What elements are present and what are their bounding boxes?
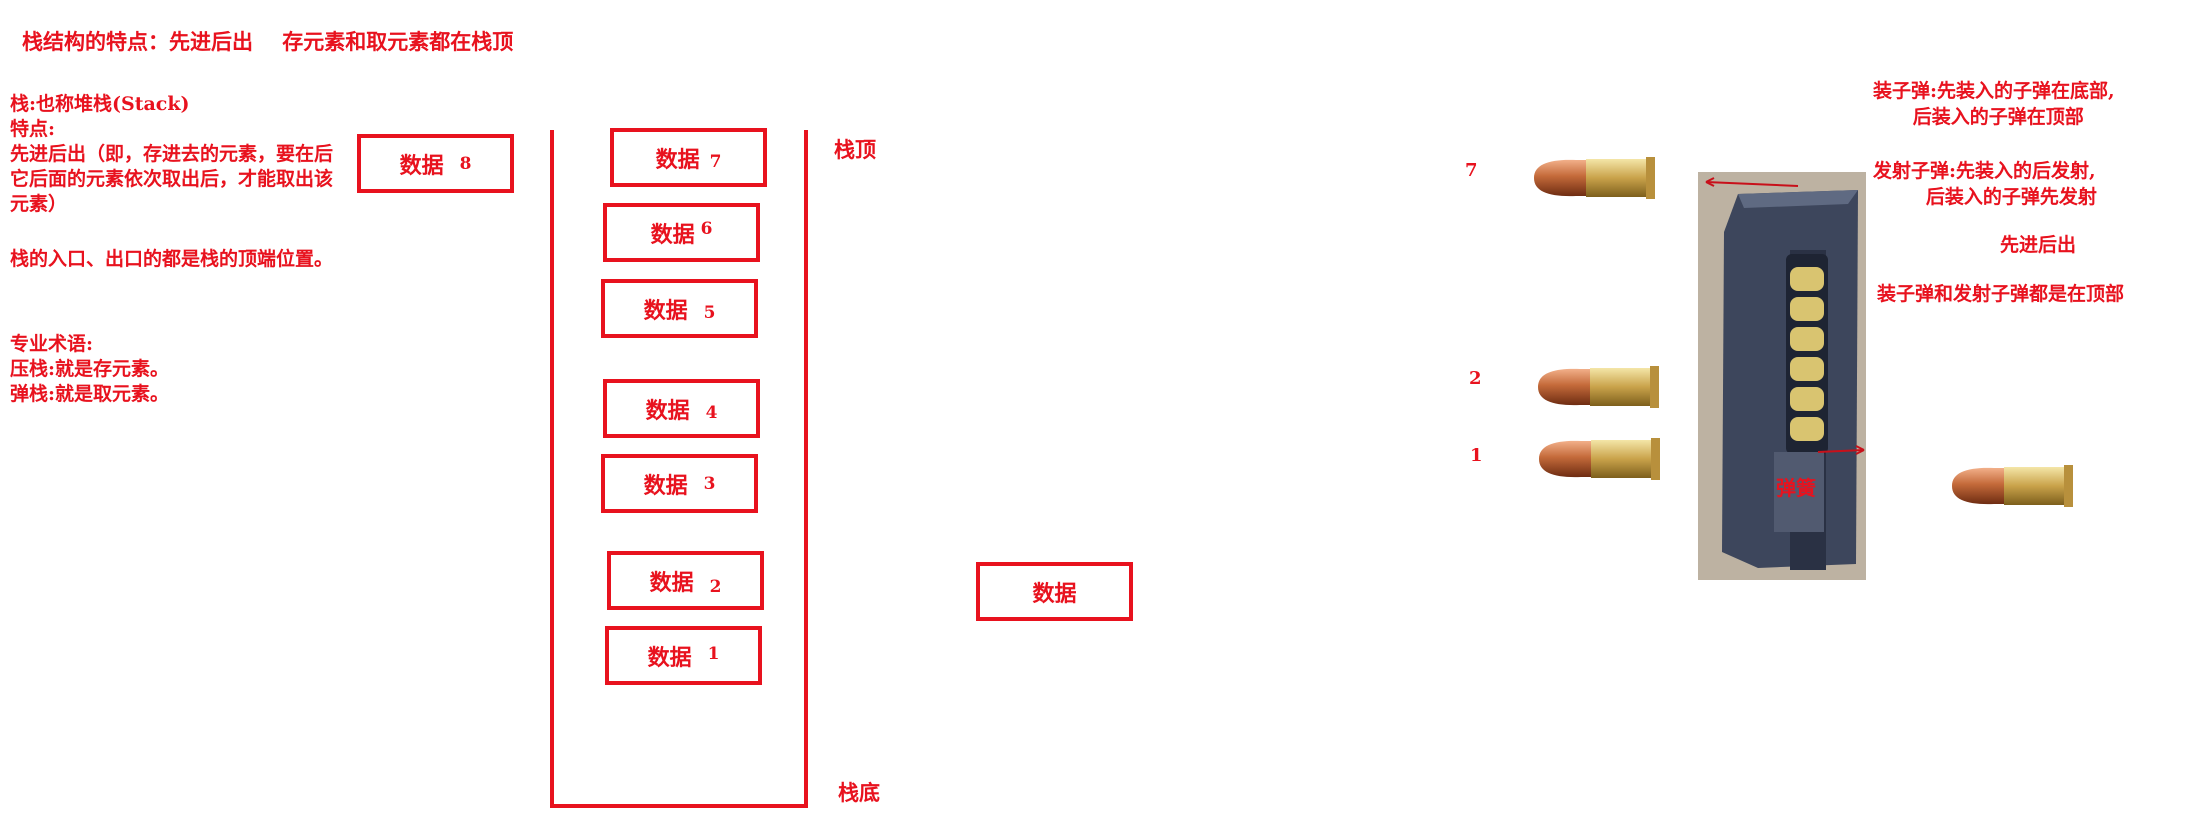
stack-item-number: 4: [705, 402, 718, 423]
stack-bottom-wall: [550, 804, 808, 808]
note-fire: 发射子弹:先装入的后发射, 后装入的子弹先发射: [1873, 160, 2097, 208]
spring-label: 弹簧: [1776, 476, 1816, 500]
stack-item-label: 数据: [643, 472, 688, 499]
popped-item: 数据: [976, 562, 1133, 621]
stack-item-label: 数据: [655, 146, 700, 173]
stack-item-number: 3: [703, 473, 716, 494]
stack-top-label: 栈顶: [834, 137, 876, 162]
bullet-icon: [1536, 363, 1661, 411]
bullet-number-7: 7: [1465, 160, 1478, 181]
push-item-number: 8: [459, 153, 472, 174]
page-title: 栈结构的特点：先进后出 存元素和取元素都在栈顶: [22, 29, 514, 54]
bullet-number-2: 2: [1469, 368, 1482, 389]
bullet-icon: [1950, 462, 2075, 510]
stack-bottom-label: 栈底: [838, 780, 880, 805]
magazine-image: 弹簧: [1698, 172, 1866, 580]
stack-item-number: 1: [707, 643, 720, 664]
desc-line-1: 栈:也称堆栈(Stack): [10, 93, 190, 115]
desc-line-3: 先进后出（即，存进去的元素，要在后它后面的元素依次取出后，才能取出该元素）: [10, 143, 334, 215]
stack-item-2: 数据 2: [607, 551, 764, 610]
stack-item-number: 5: [703, 302, 716, 323]
note-lifo: 先进后出: [2000, 234, 2077, 256]
desc-line-5: 专业术语:: [10, 333, 94, 355]
stack-item-3: 数据 3: [601, 454, 758, 513]
stack-left-wall: [550, 130, 554, 808]
stack-item-5: 数据 5: [601, 279, 758, 338]
stack-item-7: 数据 7: [610, 128, 767, 187]
stack-item-1: 数据 1: [605, 626, 762, 685]
stack-item-label: 数据: [649, 569, 694, 596]
magazine-icon: [1698, 172, 1866, 580]
desc-line-7: 弹栈:就是取元素。: [10, 383, 170, 405]
stack-item-number: 2: [709, 576, 722, 597]
note-load: 装子弹:先装入的子弹在底部, 后装入的子弹在顶部: [1873, 80, 2115, 128]
bullet-number-1: 1: [1470, 445, 1483, 466]
stack-item-label: 数据: [650, 221, 695, 248]
stack-item-number: 7: [709, 151, 722, 172]
stack-item-label: 数据: [647, 644, 692, 671]
popped-item-label: 数据: [1032, 580, 1077, 607]
desc-line-6: 压栈:就是存元素。: [10, 358, 170, 380]
desc-line-2: 特点:: [10, 118, 56, 140]
desc-line-4: 栈的入口、出口的都是栈的顶端位置。: [10, 248, 334, 270]
stack-item-number: 6: [700, 218, 713, 239]
stack-item-4: 数据 4: [603, 379, 760, 438]
stack-item-label: 数据: [643, 297, 688, 324]
stack-item-label: 数据: [645, 397, 690, 424]
push-item-label: 数据: [399, 152, 444, 179]
push-item-8: 数据 8: [357, 134, 514, 193]
bullet-icon: [1537, 435, 1662, 483]
note-both: 装子弹和发射子弹都是在顶部: [1877, 283, 2125, 305]
bullet-icon: [1532, 154, 1657, 202]
description-block: 栈:也称堆栈(Stack) 特点: 先进后出（即，存进去的元素，要在后它后面的元…: [10, 92, 350, 407]
stack-right-wall: [804, 130, 808, 808]
